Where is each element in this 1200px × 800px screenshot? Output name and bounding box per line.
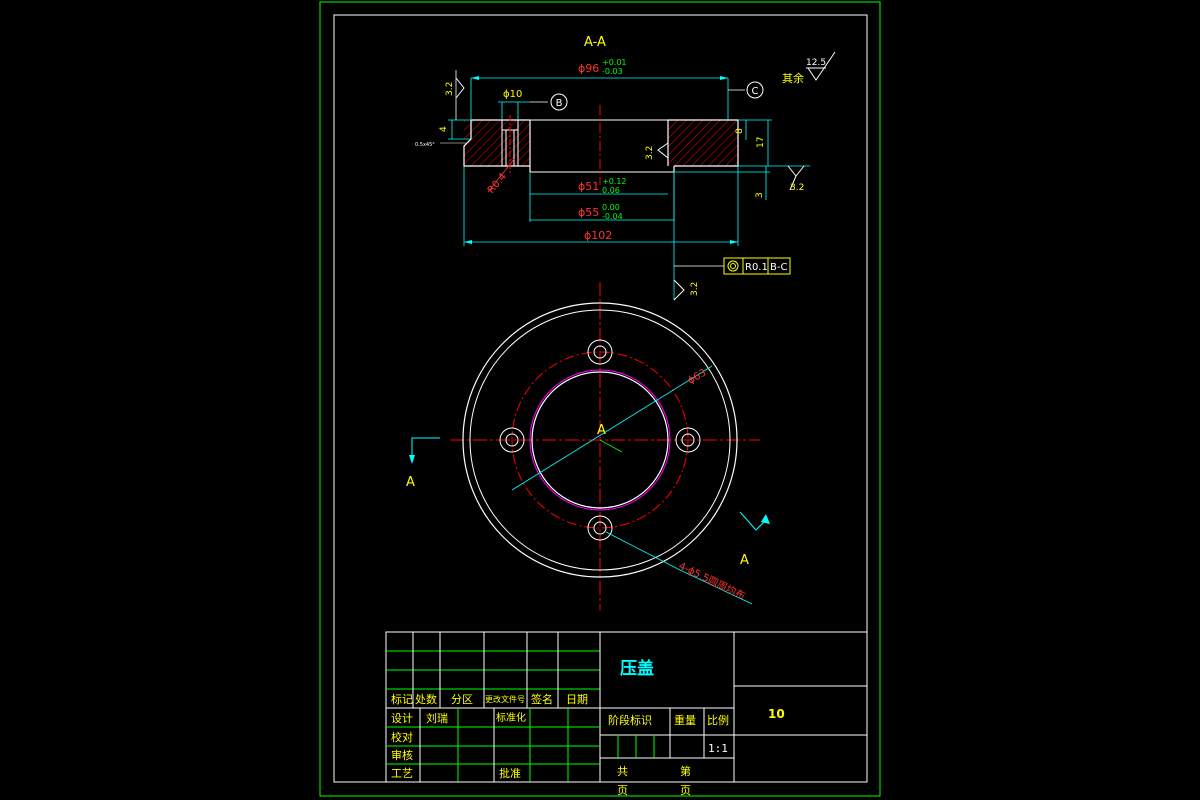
title-block — [385, 631, 868, 783]
roughness-right-symbol — [787, 165, 805, 177]
col-date: 日期 — [566, 693, 588, 706]
tolerance-frame — [723, 257, 791, 275]
section-mark-left-label: A — [406, 475, 415, 490]
standardize-label: 标准化 — [496, 711, 526, 724]
part-number: 10 — [768, 707, 785, 721]
dim51-tol-up: +0.12 — [602, 177, 627, 186]
holes-note-leader — [605, 531, 681, 571]
dim3-label: 3 — [755, 192, 765, 198]
concentricity-icon-inner — [730, 263, 736, 269]
roughness-general-note: 其余 — [782, 71, 804, 85]
roughness-inner-symbol — [657, 142, 669, 159]
page-label-2: 页 — [680, 784, 691, 797]
plan-view: ϕ63 A A A 4-ϕ5.5圆周均布 — [406, 282, 770, 610]
holes-note: 4-ϕ5.5圆周均布 — [677, 560, 747, 603]
dim102-label: ϕ102 — [584, 229, 612, 242]
bolt-hole-right — [675, 427, 701, 453]
dim8-label: 8 — [735, 128, 745, 134]
dim96-tol-low: -0.03 — [602, 67, 623, 76]
pcd-leader — [511, 365, 713, 491]
bolt-hole-bottom — [587, 515, 613, 541]
title-block-border — [385, 631, 868, 783]
dim55-label: ϕ55 — [578, 206, 599, 219]
section-title: A-A — [584, 35, 606, 50]
total-label: 共 — [617, 765, 628, 778]
part-name: 压盖 — [620, 658, 654, 679]
section-mark-right-arrow — [761, 514, 770, 524]
holes-note-underline — [679, 569, 753, 605]
chamfer-label: 0.5x45° — [415, 142, 435, 148]
scale-value: 1:1 — [708, 742, 728, 755]
flange-step-circle — [469, 309, 731, 571]
designer: 刘瑞 — [426, 711, 448, 725]
datum-b-circle — [550, 93, 568, 111]
roughness-general-value: 12.5 — [806, 58, 826, 68]
radius-leader — [487, 157, 516, 193]
col-doc: 更改文件号 — [485, 694, 525, 704]
section-mark-left-arrow — [409, 455, 415, 464]
check-label: 校对 — [391, 730, 413, 744]
tolerance-datum: B-C — [770, 262, 787, 273]
dim51-tol-low: 0.06 — [602, 186, 620, 195]
roughness-left-value: 3.2 — [445, 82, 455, 96]
dim96-tol-up: +0.01 — [602, 58, 627, 67]
sheet-label: 第 — [680, 764, 691, 778]
title-block-text: 压盖 10 标记 处数 分区 更改文件号 签名 日期 设计 刘瑞 标准化 校对 … — [391, 658, 785, 797]
part-outline-right — [668, 119, 739, 167]
dim4-label: 4 — [439, 126, 449, 132]
section-view: A-A ϕ96 +0.01 -0.03 ϕ10 — [415, 35, 836, 301]
weight-label: 重量 — [674, 713, 696, 727]
datum-b-label: B — [556, 98, 563, 109]
bore-circle — [531, 371, 669, 509]
bore-circle-outer — [529, 369, 671, 511]
dim55-tol-up: 0.00 — [602, 203, 620, 212]
dim96-arrow-r — [720, 76, 728, 80]
radius-label: R0.4 — [486, 171, 509, 196]
roughness-right-tick — [789, 175, 797, 191]
section-mark-left-line — [411, 437, 440, 458]
stage-label: 阶段标识 — [608, 713, 652, 727]
roughness-bottom-symbol — [673, 279, 685, 301]
col-mark: 标记 — [391, 692, 413, 706]
center-mark-leader — [599, 439, 623, 453]
hatch-right — [668, 120, 738, 166]
pitch-circle — [511, 351, 689, 529]
approve-label: 批准 — [499, 766, 521, 780]
design-label: 设计 — [391, 712, 413, 725]
process-label: 工艺 — [391, 767, 413, 780]
roughness-left-symbol — [455, 77, 465, 99]
scale-label: 比例 — [707, 713, 729, 727]
col-zone: 分区 — [451, 693, 473, 706]
tolerance-value: R0.1 — [745, 262, 768, 273]
hatch-left — [464, 120, 530, 166]
datum-c-circle — [746, 81, 764, 99]
col-sign: 签名 — [531, 692, 553, 706]
section-mark-right-line — [739, 511, 767, 531]
dim51-label: ϕ51 — [578, 180, 599, 193]
roughness-bottom-value: 3.2 — [690, 282, 700, 296]
bolt-hole-left — [499, 427, 525, 453]
dim10-label: ϕ10 — [503, 89, 522, 100]
review-label: 审核 — [391, 748, 413, 762]
dim96-label: ϕ96 — [578, 62, 599, 75]
roughness-general-symbol — [807, 51, 836, 81]
outer-frame — [319, 1, 881, 797]
dim102-arrow-r — [730, 240, 738, 244]
dim96-arrow-l — [471, 76, 479, 80]
bolt-hole-top — [587, 339, 613, 365]
outer-flange-circle — [462, 302, 738, 578]
dim17-label: 17 — [756, 137, 766, 148]
dim55-tol-low: -0.04 — [602, 212, 623, 221]
section-mark-right-label: A — [740, 553, 749, 568]
part-outline — [463, 119, 530, 167]
dim102-arrow-l — [464, 240, 472, 244]
center-label: A — [597, 423, 606, 438]
concentricity-icon — [727, 260, 739, 272]
roughness-inner-value: 3.2 — [645, 146, 655, 160]
datum-c-label: C — [752, 86, 759, 97]
col-count: 处数 — [415, 693, 437, 706]
page-label-1: 页 — [617, 784, 628, 797]
roughness-right-value: 3.2 — [790, 183, 804, 193]
